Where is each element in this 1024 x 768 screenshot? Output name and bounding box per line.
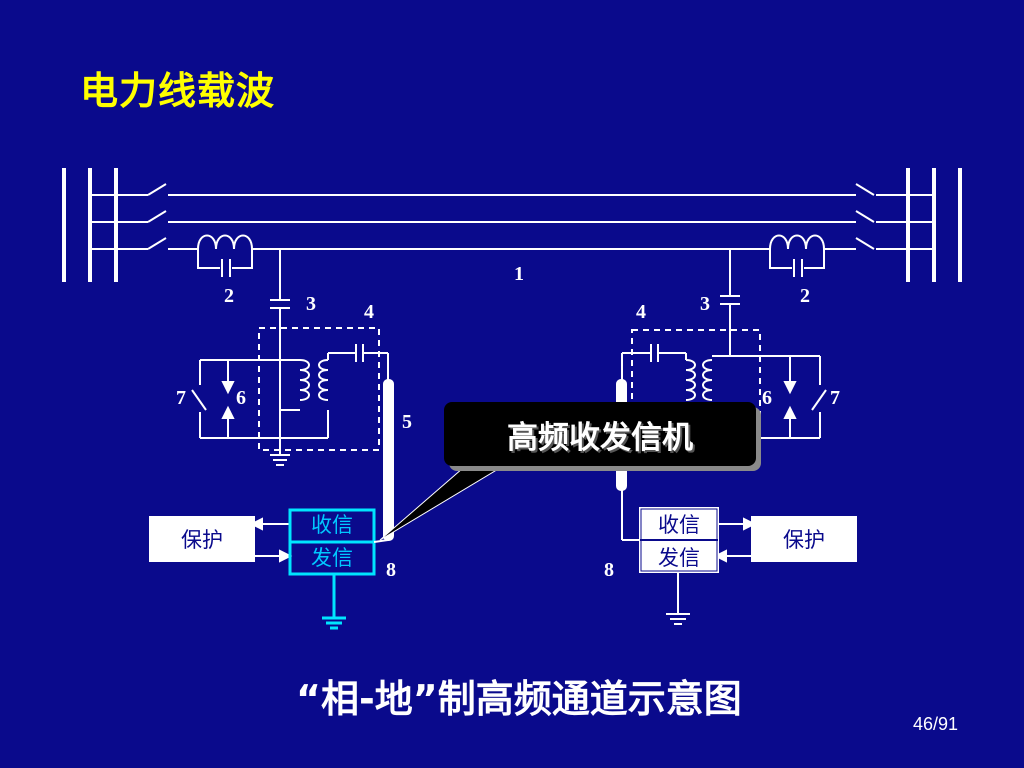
left-busbar xyxy=(62,168,118,282)
label-line: 1 xyxy=(514,263,524,285)
label-cable: 5 xyxy=(402,411,412,433)
label-coupling-cap-right: 3 xyxy=(700,293,710,315)
label-wave-trap-right: 2 xyxy=(800,285,810,307)
right-receive-label: 收信 xyxy=(658,513,700,537)
label-coupling-cap-left: 3 xyxy=(306,293,316,315)
page-number: 46/91 xyxy=(912,714,958,734)
label-arrester-right: 6 xyxy=(762,387,772,409)
label-transceiver-right: 8 xyxy=(604,559,614,581)
right-wave-trap xyxy=(769,234,825,277)
diagram-caption: “相-地”制高频通道示意图 xyxy=(296,677,742,721)
label-filter-right: 4 xyxy=(636,301,646,323)
right-protection-label: 保护 xyxy=(783,528,825,552)
left-station xyxy=(149,508,389,630)
label-switch-right: 7 xyxy=(830,387,840,409)
label-filter-left: 4 xyxy=(364,301,374,323)
left-coupling xyxy=(191,249,389,466)
callout-pointer xyxy=(379,461,512,541)
right-send-label: 发信 xyxy=(658,546,700,570)
transmission-lines xyxy=(90,183,934,250)
left-wave-trap xyxy=(197,234,253,277)
label-arrester-left: 6 xyxy=(236,387,246,409)
right-busbar xyxy=(906,168,962,282)
left-receive-label: 收信 xyxy=(311,513,353,537)
label-wave-trap-left: 2 xyxy=(224,285,234,307)
label-transceiver-left: 8 xyxy=(386,559,396,581)
left-send-label: 发信 xyxy=(311,546,353,570)
label-switch-left: 7 xyxy=(176,387,186,409)
left-cable xyxy=(383,379,394,541)
left-protection-label: 保护 xyxy=(181,528,223,552)
transceiver-callout: 高频收发信机 xyxy=(444,402,756,466)
slide-title: 电力线载波 xyxy=(80,69,276,113)
